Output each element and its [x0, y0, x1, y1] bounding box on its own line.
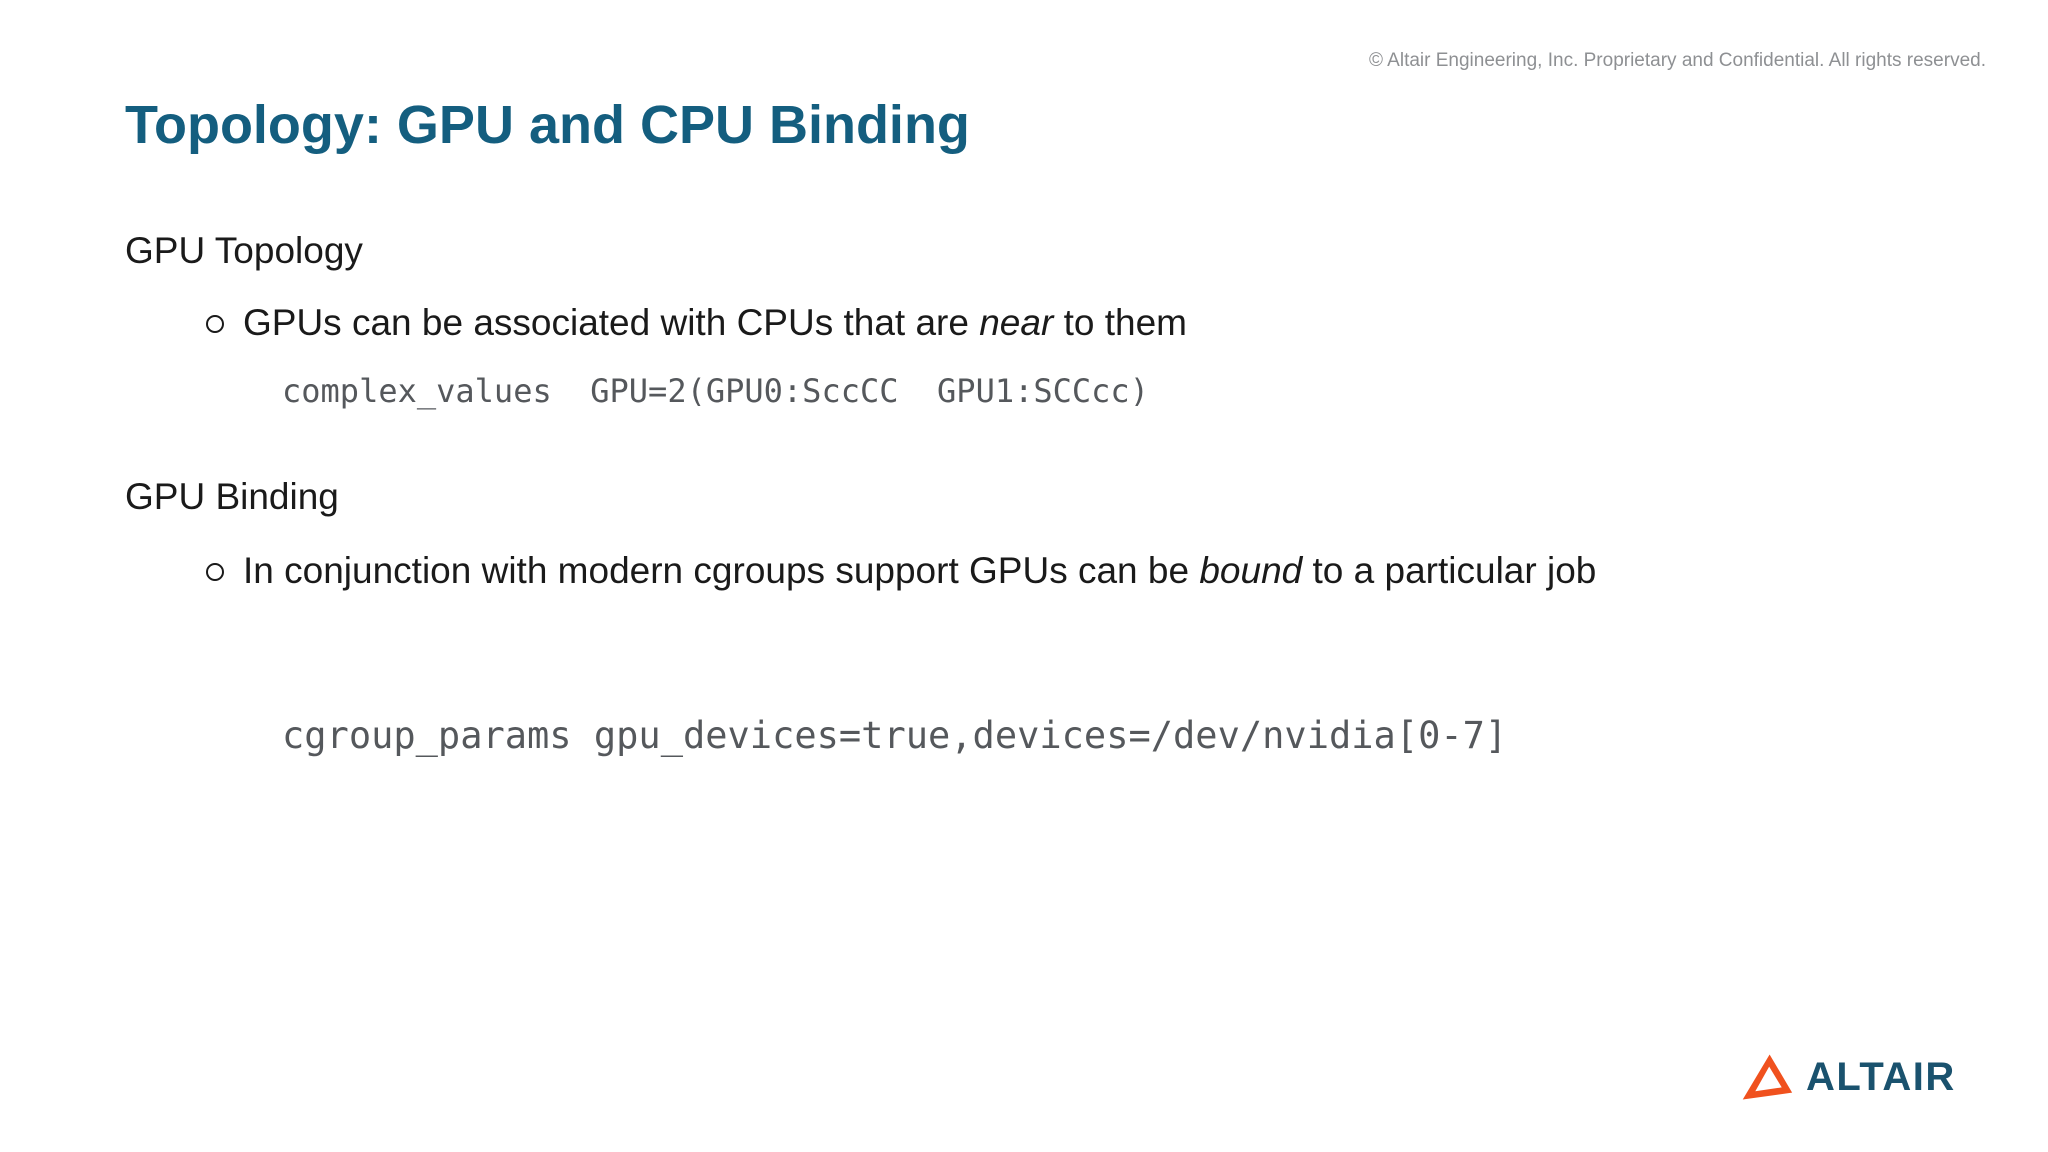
- slide-title: Topology: GPU and CPU Binding: [125, 95, 970, 155]
- bullet-emphasis: bound: [1199, 550, 1303, 591]
- complex-values-code-line: complex_values GPU=2(GPU0:SccCC GPU1:SCC…: [282, 372, 1149, 410]
- bullet-text-pre: GPUs can be associated with CPUs that ar…: [243, 302, 980, 343]
- bullet-text-post: to them: [1053, 302, 1187, 343]
- gpu-topology-bullet: GPUs can be associated with CPUs that ar…: [206, 300, 1187, 346]
- altair-logo: ALTAIR: [1741, 1052, 1956, 1102]
- bullet-text-pre: In conjunction with modern cgroups suppo…: [243, 550, 1200, 591]
- gpu-binding-bullet: In conjunction with modern cgroups suppo…: [206, 548, 1596, 594]
- gpu-binding-bullet-text: In conjunction with modern cgroups suppo…: [243, 548, 1596, 594]
- cgroup-params-code-line: cgroup_params gpu_devices=true,devices=/…: [282, 714, 1508, 757]
- bullet-emphasis: near: [979, 302, 1054, 343]
- altair-triangle-icon: [1742, 1054, 1793, 1100]
- circle-bullet-icon: [206, 315, 224, 333]
- circle-bullet-icon: [206, 563, 224, 581]
- copyright-text: © Altair Engineering, Inc. Proprietary a…: [1368, 50, 1986, 71]
- bullet-text-post: to a particular job: [1302, 550, 1597, 591]
- altair-logo-text: ALTAIR: [1806, 1054, 1956, 1099]
- gpu-topology-heading: GPU Topology: [125, 230, 363, 271]
- gpu-binding-heading: GPU Binding: [125, 476, 339, 517]
- gpu-topology-bullet-text: GPUs can be associated with CPUs that ar…: [243, 300, 1187, 346]
